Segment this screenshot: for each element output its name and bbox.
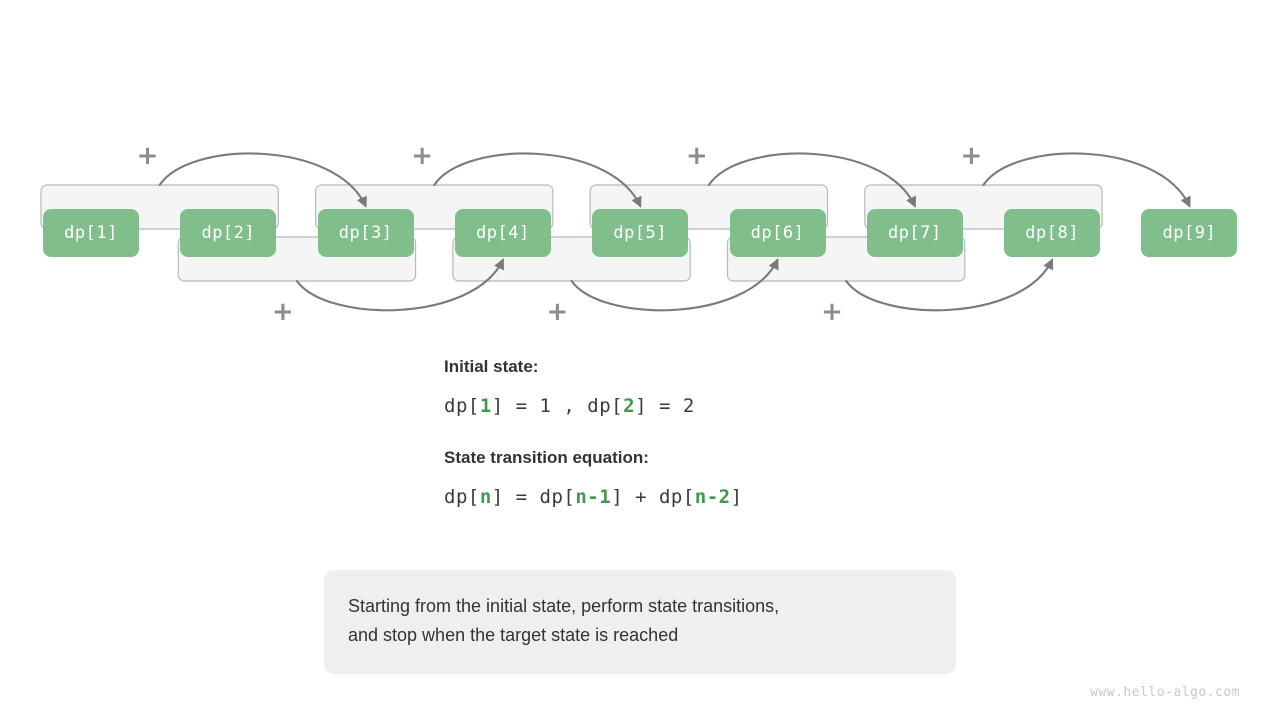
spacer-3 [444,469,964,485]
initial-formula-part-1: dp[ [444,395,480,418]
dp-transition-diagram: dp[1] dp[2] dp[3] dp[4] dp[5] dp[6] dp[7] dp[8]… [0,140,1280,330]
initial-state-heading: Initial state: [444,357,539,376]
lower-arrow-1 [295,258,504,312]
upper-plus-3: + [685,141,708,171]
transition-formula-part-6: n-2 [694,485,731,508]
spacer-2 [444,419,964,447]
transition-formula-part-4: n-1 [575,485,612,508]
watermark-label: www.hello-algo.com [1090,685,1240,700]
upper-plus-2: + [411,141,434,171]
initial-formula-part-4: 2 [623,395,636,418]
dp-cell-3: dp[3] [317,209,414,257]
upper-plus-4: + [960,141,983,171]
transition-equation-heading: State transition equation: [444,447,649,467]
dp-cell-1: dp[1] [43,209,139,257]
spacer-1 [444,378,964,394]
dp-cell-4: dp[4] [454,209,551,257]
transition-equation-formula: dp[n] = dp[n-1] + dp[n-2] [444,485,964,510]
transition-formula-part-2: n [479,485,492,508]
transition-formula-part-5: ] + dp[ [611,485,695,508]
transition-formula-part-7: ] [730,485,743,508]
upper-arrow-1 [158,152,367,208]
dp-cell-7: dp[7] [866,209,963,257]
lower-arrow-3 [845,258,1054,312]
dp-cell-5: dp[5] [592,209,689,257]
upper-arrow-2 [433,152,642,208]
callout-box: Starting from the initial state, perform… [324,570,956,674]
initial-state-formula: dp[1] = 1 , dp[2] = 2 [444,394,964,419]
upper-plus-1: + [136,141,159,171]
dp-cell-9: dp[9] [1141,209,1238,257]
transition-arrows [158,152,1191,312]
transition-formula-part-3: ] = dp[ [491,485,576,508]
dp-cell-6: dp[6] [729,209,826,257]
lower-plus-3: + [821,297,843,327]
lower-arrow-2 [570,258,779,312]
lower-plus-2: + [546,297,569,327]
transition-formula-part-1: dp[ [444,485,480,508]
upper-arrow-3 [707,152,917,208]
initial-formula-part-2: 1 [479,395,492,418]
lower-plus-1: + [271,297,294,327]
dp-cell-8: dp[8] [1004,209,1101,257]
callout-text: Starting from the initial state, perform… [348,596,780,645]
dp-cell-2: dp[2] [180,209,277,257]
upper-arrow-4 [982,152,1191,208]
initial-formula-part-3: ] = 1 , dp[ [491,395,624,418]
explanation-text: Initial state: dp[1] = 1 , dp[2] = 2 Sta… [444,356,964,510]
initial-formula-part-5: ] = 2 [635,395,695,418]
